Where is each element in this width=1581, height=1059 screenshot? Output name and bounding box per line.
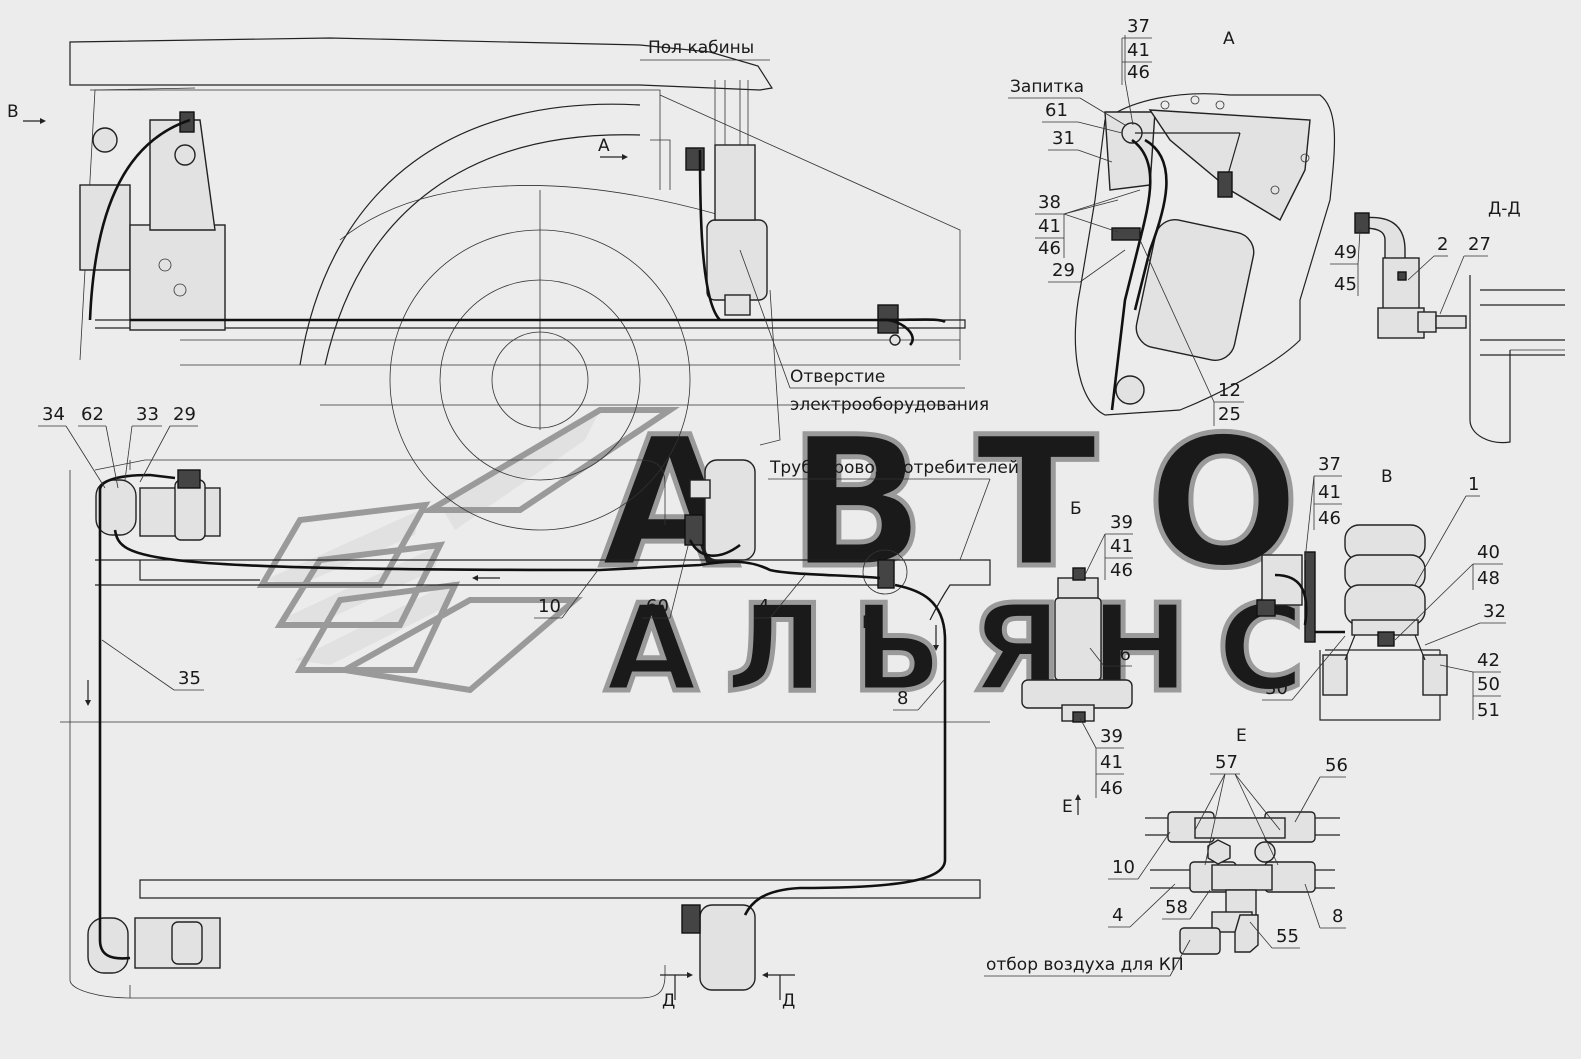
view-e-callouts: 57 56 10 4 58 8 55 xyxy=(1108,752,1348,949)
callout-46: 46 xyxy=(1127,62,1150,83)
callout-40-v: 40 xyxy=(1477,542,1500,563)
hole-label-line2: электрооборудования xyxy=(790,395,989,415)
section-d-left: Д xyxy=(662,991,675,1011)
callout-46b: 46 xyxy=(1038,238,1061,259)
view-b-detail xyxy=(1021,567,1133,723)
callout-10: 10 xyxy=(538,596,561,617)
callout-33: 33 xyxy=(136,404,159,425)
callout-39: 39 xyxy=(1110,512,1133,533)
callout-48-v: 48 xyxy=(1477,568,1500,589)
supply-label: Запитка xyxy=(1010,77,1084,97)
view-v-detail xyxy=(1256,524,1448,721)
callout-61: 61 xyxy=(1045,100,1068,121)
view-b-arrow-label: В xyxy=(7,102,19,122)
callout-8-e: 8 xyxy=(1332,906,1343,927)
callout-56-e: 56 xyxy=(1325,755,1348,776)
callout-41-b: 41 xyxy=(1110,536,1133,557)
callout-41-b2: 41 xyxy=(1100,752,1123,773)
section-d-right: Д xyxy=(782,991,795,1011)
side-view xyxy=(23,37,966,531)
callout-29: 29 xyxy=(1052,260,1075,281)
view-e-arrow: Е xyxy=(1062,797,1073,817)
section-dd-title: Д-Д xyxy=(1488,199,1521,219)
callout-46-v: 46 xyxy=(1318,508,1341,529)
callout-31: 31 xyxy=(1052,128,1075,149)
callout-26: 26 xyxy=(1108,644,1131,665)
callout-41b: 41 xyxy=(1038,216,1061,237)
callout-37: 37 xyxy=(1127,16,1150,37)
callout-38: 38 xyxy=(1038,192,1061,213)
hole-label-line1: Отверстие xyxy=(790,367,885,387)
air-takeoff-label: отбор воздуха для КП xyxy=(986,955,1184,975)
callout-41: 41 xyxy=(1127,40,1150,61)
section-dd-callouts: 49 45 2 27 xyxy=(1330,229,1491,315)
view-a-arrow-label: А xyxy=(598,136,610,156)
callout-10-e: 10 xyxy=(1112,857,1135,878)
callout-27: 27 xyxy=(1468,234,1491,255)
callout-39-b2: 39 xyxy=(1100,726,1123,747)
plan-callouts: 34 62 33 29 10 60 4 35 8 xyxy=(38,404,945,711)
plan-view xyxy=(60,459,991,1000)
callout-2: 2 xyxy=(1437,234,1448,255)
view-e-title: Е xyxy=(1236,726,1247,746)
callout-49: 49 xyxy=(1334,242,1357,263)
view-b-arrow-small: Б xyxy=(862,613,874,633)
view-e-detail xyxy=(1145,811,1340,955)
consumer-pipe-label: Трубопровод потребителей xyxy=(769,458,1019,478)
callout-57-e: 57 xyxy=(1215,752,1238,773)
callout-32-v: 32 xyxy=(1483,601,1506,622)
callout-62: 62 xyxy=(81,404,104,425)
callout-12: 12 xyxy=(1218,380,1241,401)
callout-4-e: 4 xyxy=(1112,905,1123,926)
callout-30-v: 30 xyxy=(1265,678,1288,699)
callout-1-v: 1 xyxy=(1468,474,1479,495)
callout-46-b2: 46 xyxy=(1100,778,1123,799)
callout-4: 4 xyxy=(758,596,769,617)
callout-60: 60 xyxy=(646,596,669,617)
callout-58-e: 58 xyxy=(1165,897,1188,918)
view-v-callouts: 37 41 46 1 40 48 32 30 42 50 51 xyxy=(1262,454,1506,721)
callout-45: 45 xyxy=(1334,274,1357,295)
callout-25: 25 xyxy=(1218,404,1241,425)
callout-29p: 29 xyxy=(173,404,196,425)
callout-42-v: 42 xyxy=(1477,650,1500,671)
callout-41-v: 41 xyxy=(1318,482,1341,503)
view-b-title: Б xyxy=(1070,499,1082,519)
cab-floor-label: Пол кабины xyxy=(648,38,754,58)
view-a-callouts: 37 41 46 61 31 38 41 46 29 12 25 xyxy=(1035,16,1244,426)
callout-34: 34 xyxy=(42,404,65,425)
view-v-title: В xyxy=(1381,467,1393,487)
callout-50-v: 50 xyxy=(1477,674,1500,695)
callout-51-v: 51 xyxy=(1477,700,1500,721)
callout-35: 35 xyxy=(178,668,201,689)
callout-55-e: 55 xyxy=(1276,926,1299,947)
section-dd-detail xyxy=(1354,212,1565,444)
view-a-title: А xyxy=(1223,29,1235,49)
callout-37-v: 37 xyxy=(1318,454,1341,475)
view-b-callouts: 39 41 46 26 39 41 46 xyxy=(1079,512,1133,799)
callout-8: 8 xyxy=(897,688,908,709)
callout-46-b: 46 xyxy=(1110,560,1133,581)
